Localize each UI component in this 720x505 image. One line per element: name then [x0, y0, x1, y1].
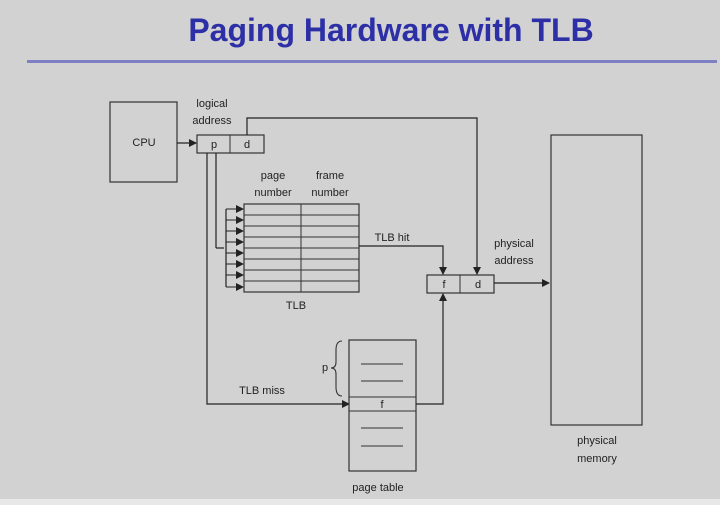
tlb-search-bus — [215, 153, 244, 291]
physical-d-label: d — [475, 279, 481, 291]
logical-d-label: d — [244, 139, 250, 151]
title-underline — [27, 60, 717, 63]
page-table-p-label: p — [322, 362, 328, 374]
tlb-hit-arrow — [359, 245, 447, 275]
frame-number-label-1: frame — [316, 170, 344, 182]
tlb-miss-arrow — [206, 153, 350, 408]
physical-address-label-1: physical — [494, 238, 534, 250]
slide-title: Paging Hardware with TLB — [188, 12, 594, 48]
page-table — [348, 339, 417, 472]
page-table-label: page table — [352, 482, 403, 494]
page-number-label-2: number — [254, 187, 292, 199]
physical-f-label: f — [442, 279, 446, 291]
offset-d-line — [246, 117, 481, 275]
page-number-label-1: page — [261, 170, 285, 182]
frame-number-label-2: number — [311, 187, 349, 199]
page-table-brace — [330, 340, 343, 397]
tlb-table — [243, 203, 360, 293]
physical-address-label-2: address — [494, 255, 534, 267]
logical-address-label-2: address — [192, 115, 232, 127]
physical-memory-label-2: memory — [577, 453, 617, 465]
page-table-f-label: f — [380, 399, 384, 411]
physical-memory-box — [550, 134, 643, 426]
cpu-label: CPU — [132, 137, 155, 149]
tlb-label: TLB — [286, 300, 306, 312]
logical-address-label-1: logical — [196, 98, 227, 110]
physical-memory-label-1: physical — [577, 435, 617, 447]
page-table-to-frame-arrow — [416, 293, 447, 405]
bottom-edge — [0, 499, 720, 505]
tlb-miss-label: TLB miss — [239, 385, 285, 397]
cpu-box — [109, 101, 178, 183]
logical-p-label: p — [211, 139, 217, 151]
tlb-hit-label: TLB hit — [375, 232, 410, 244]
